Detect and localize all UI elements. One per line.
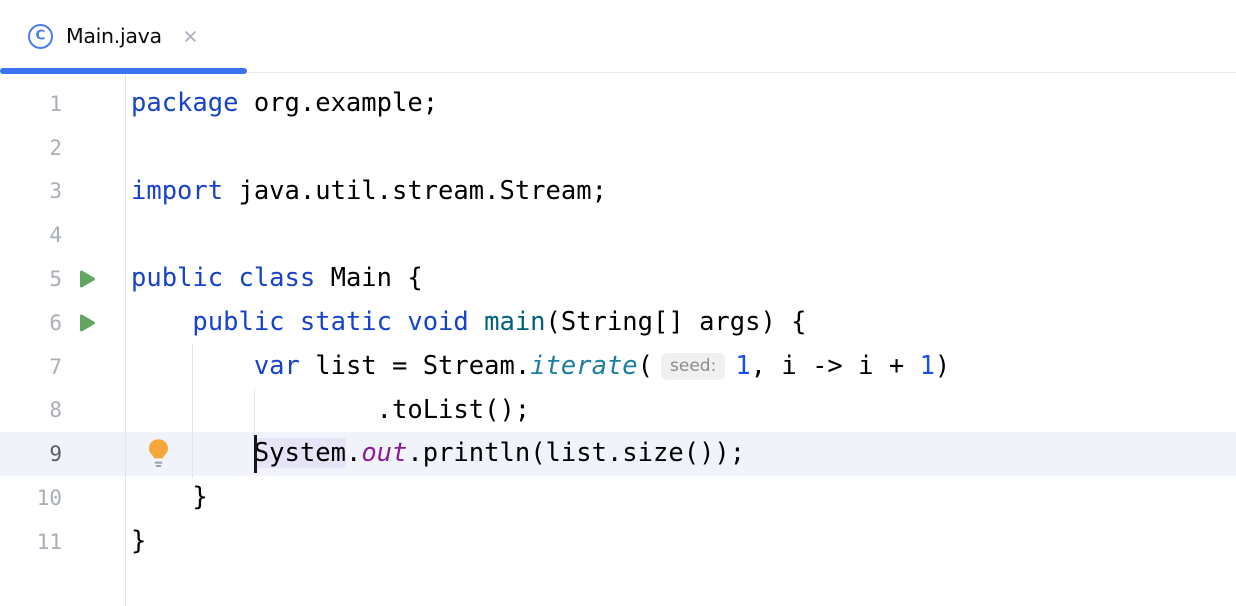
code-text[interactable]: } (126, 476, 208, 520)
code-line[interactable]: 7 var list = Stream.iterate(seed: 1, i ->… (0, 345, 1236, 389)
line-number[interactable]: 1 (49, 91, 62, 116)
line-number[interactable]: 2 (49, 135, 62, 160)
code-text[interactable]: .toList(); (126, 389, 531, 433)
code-text[interactable]: var list = Stream.iterate(seed: 1, i -> i… (126, 345, 950, 389)
indent-guide (192, 344, 193, 478)
code-line[interactable]: 8 .toList(); (0, 389, 1236, 433)
code-line[interactable]: 11} (0, 520, 1236, 564)
editor-area[interactable]: 1 package org.example; 2 3 import java.util.… (0, 74, 1236, 606)
code-text[interactable]: System.out.println(list.size()); (126, 432, 745, 476)
tab-main-java[interactable]: C Main.java (0, 0, 247, 74)
line-number[interactable]: 10 (36, 486, 62, 511)
code-line[interactable]: 3 import java.util.stream.Stream; (0, 170, 1236, 214)
gutter-cell: 1 (0, 82, 126, 126)
code-line[interactable]: 10 } (0, 476, 1236, 520)
code-token: out (361, 438, 408, 469)
code-token: 1 (735, 350, 751, 381)
code-token: } (131, 482, 208, 513)
gutter-cell: 2 (0, 126, 126, 170)
code-token: System (253, 438, 346, 469)
code-line[interactable]: 2 (0, 126, 1236, 170)
tab-title: Main.java (66, 24, 162, 48)
run-button[interactable] (77, 268, 97, 290)
text-caret (254, 435, 257, 474)
gutter-cell: 8 (0, 389, 126, 433)
indent-guide (254, 389, 255, 433)
java-class-icon: C (28, 23, 53, 49)
code-text[interactable]: package org.example; (126, 82, 438, 126)
code-token: .println(list.size()); (407, 438, 746, 469)
code-text[interactable]: } (126, 520, 146, 564)
active-tab-indicator (0, 68, 247, 74)
java-class-icon-letter: C (35, 27, 46, 44)
code-token: .toList(); (131, 394, 531, 425)
code-token: } (131, 525, 147, 556)
code-token: var (253, 350, 300, 381)
code-line[interactable]: 1 package org.example; (0, 82, 1236, 126)
intention-bulb-icon[interactable] (146, 438, 171, 469)
code-lines: 1 package org.example; 2 3 import java.util.… (0, 82, 1236, 564)
gutter-cell: 9 (0, 432, 126, 476)
gutter-cell: 5 (0, 257, 126, 301)
gutter-cell: 3 (0, 170, 126, 214)
gutter-cell: 10 (0, 476, 126, 520)
code-token: java.util.stream.Stream; (223, 175, 607, 206)
code-token (131, 307, 192, 337)
code-line[interactable]: 5 public class Main { (0, 257, 1236, 301)
inlay-hint-seed[interactable]: seed: (661, 352, 726, 380)
code-token (131, 351, 254, 381)
code-token: import (131, 175, 224, 206)
code-text[interactable]: import java.util.stream.Stream; (126, 170, 607, 214)
code-token: ( (637, 350, 654, 381)
gutter-separator (125, 74, 126, 606)
gutter-cell: 4 (0, 213, 126, 257)
code-token: Main { (315, 263, 423, 294)
line-number[interactable]: 4 (49, 223, 62, 248)
run-button[interactable] (77, 312, 97, 334)
code-token: , i -> i + (750, 350, 920, 381)
line-number[interactable]: 9 (49, 442, 62, 467)
code-token: 1 (919, 350, 935, 381)
gutter-cell: 11 (0, 520, 126, 564)
code-line[interactable]: 6 public static void main(String[] args)… (0, 301, 1236, 345)
line-number[interactable]: 3 (49, 179, 62, 204)
line-number[interactable]: 11 (36, 529, 62, 554)
code-token: ) (934, 350, 951, 381)
line-number[interactable]: 7 (49, 354, 62, 379)
tab-bar-bottom-border (0, 72, 1236, 73)
line-number[interactable]: 8 (49, 398, 62, 423)
code-line[interactable]: 4 (0, 213, 1236, 257)
gutter-cell: 6 (0, 301, 126, 345)
code-token: . (345, 438, 362, 469)
editor-tab-bar: C Main.java (0, 0, 1236, 74)
code-token: org.example; (238, 88, 439, 118)
gutter-cell: 7 (0, 345, 126, 389)
line-number[interactable]: 5 (49, 267, 62, 292)
code-token: public static void (192, 306, 485, 337)
close-tab-icon[interactable] (182, 27, 200, 45)
code-token: (String[] args) { (545, 306, 807, 337)
code-token: package (131, 88, 239, 118)
line-number[interactable]: 6 (49, 310, 62, 335)
code-text[interactable]: public static void main(String[] args) { (126, 301, 807, 345)
code-text[interactable]: public class Main { (126, 257, 423, 301)
code-token: list = Stream. (299, 350, 531, 381)
code-line[interactable]: 9 System.out.println(list.size()); (0, 432, 1236, 477)
code-token: public class (131, 263, 316, 294)
code-token: iterate (530, 350, 638, 381)
code-token: main (484, 306, 546, 337)
